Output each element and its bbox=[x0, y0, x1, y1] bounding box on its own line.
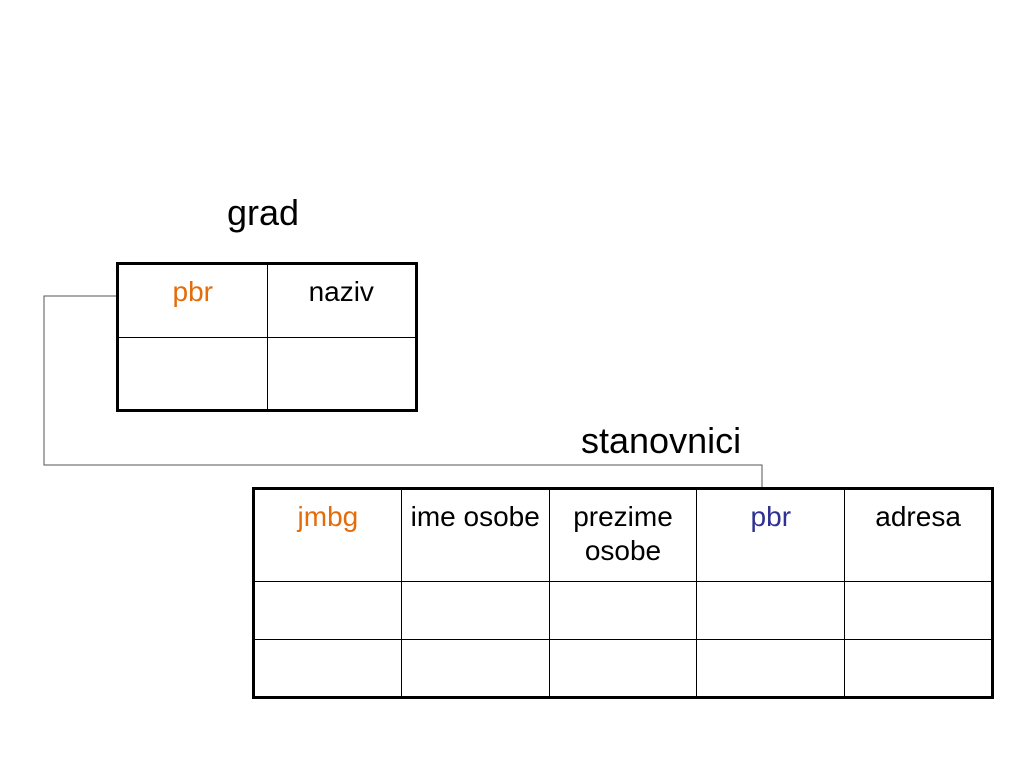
table-row bbox=[253, 581, 993, 640]
table-cell bbox=[400, 639, 550, 698]
table-cell bbox=[548, 639, 698, 698]
table-cell bbox=[117, 336, 268, 411]
table-row bbox=[117, 336, 417, 411]
entity-table-stanovnici: jmbg ime osobe prezime osobe pbr adresa bbox=[252, 487, 994, 699]
table-cell bbox=[253, 639, 402, 698]
column-header-pbr: pbr bbox=[117, 263, 268, 338]
table-cell bbox=[696, 581, 846, 640]
column-header-prezime-osobe: prezime osobe bbox=[548, 488, 698, 582]
table-cell bbox=[253, 581, 402, 640]
table-header-row: jmbg ime osobe prezime osobe pbr adresa bbox=[253, 488, 993, 582]
table-row bbox=[253, 639, 993, 698]
column-header-naziv: naziv bbox=[266, 263, 417, 338]
column-header-jmbg: jmbg bbox=[253, 488, 402, 582]
table-cell bbox=[266, 336, 417, 411]
entity-title-grad: grad bbox=[227, 192, 300, 233]
table-cell bbox=[696, 639, 846, 698]
table-cell bbox=[844, 639, 993, 698]
table-cell bbox=[400, 581, 550, 640]
column-header-ime-osobe: ime osobe bbox=[400, 488, 550, 582]
table-cell bbox=[844, 581, 993, 640]
table-cell bbox=[548, 581, 698, 640]
entity-title-stanovnici: stanovnici bbox=[581, 420, 742, 461]
entity-table-grad: pbr naziv bbox=[116, 262, 418, 412]
table-header-row: pbr naziv bbox=[117, 263, 417, 338]
column-header-adresa: adresa bbox=[844, 488, 993, 582]
column-header-pbr: pbr bbox=[696, 488, 846, 582]
